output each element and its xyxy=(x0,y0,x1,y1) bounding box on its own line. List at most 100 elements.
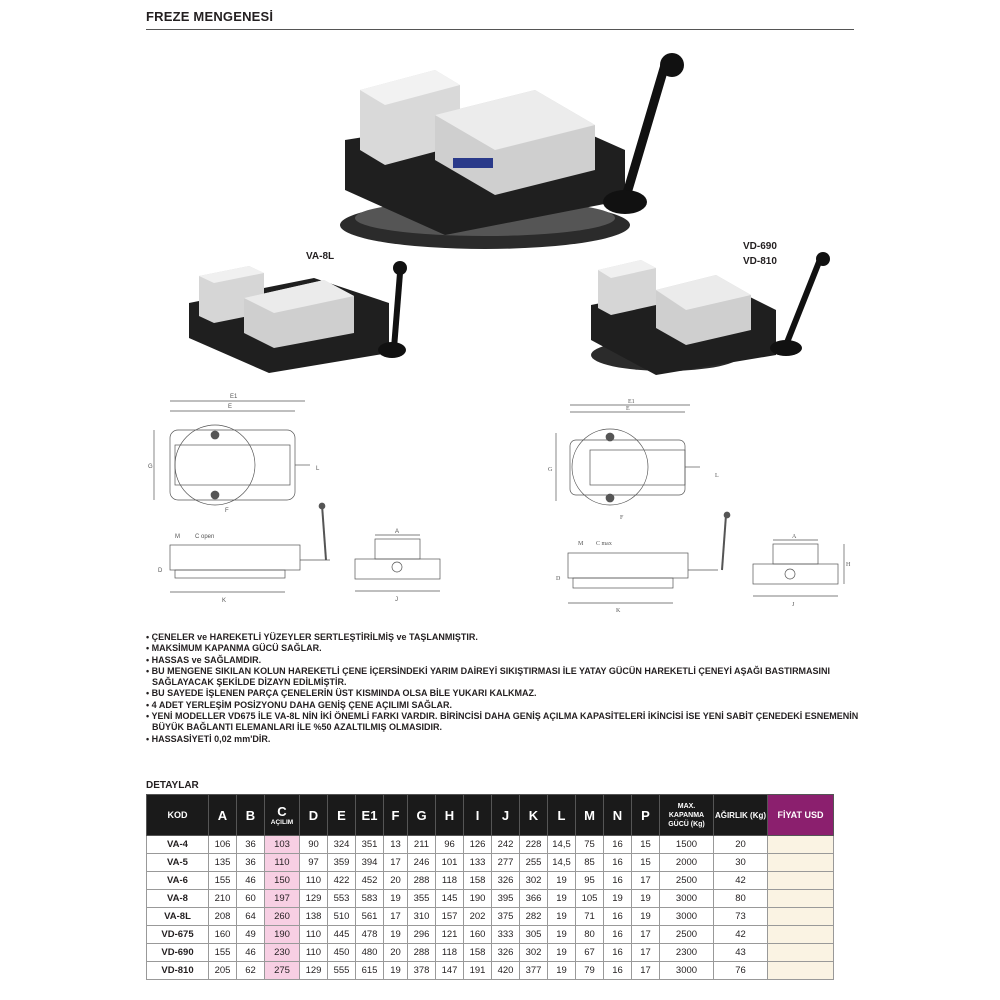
col-kod: KOD xyxy=(146,794,209,836)
table-cell: 16 xyxy=(603,925,632,944)
table-cell: 97 xyxy=(299,853,328,872)
cell-price xyxy=(767,853,834,872)
dim-a: A xyxy=(395,529,399,535)
table-cell: 138 xyxy=(299,907,328,926)
table-cell: 85 xyxy=(575,853,604,872)
table-cell: 129 xyxy=(299,961,328,980)
table-cell: 395 xyxy=(491,889,520,908)
table-cell: 20 xyxy=(383,943,408,962)
table-cell: 121 xyxy=(435,925,464,944)
table-cell: 155 xyxy=(208,871,237,890)
table-cell: 275 xyxy=(264,961,300,980)
table-cell: 80 xyxy=(713,889,768,908)
table-cell: 17 xyxy=(383,853,408,872)
cell-kod: VD-675 xyxy=(146,925,209,944)
table-cell: 16 xyxy=(603,961,632,980)
table-cell: 110 xyxy=(264,853,300,872)
table-cell: 129 xyxy=(299,889,328,908)
table-cell: 2000 xyxy=(659,853,714,872)
table-cell: 480 xyxy=(355,943,384,962)
table-cell: 118 xyxy=(435,871,464,890)
table-cell: 36 xyxy=(236,835,265,854)
main-vise-image xyxy=(335,50,695,255)
table-cell: 3000 xyxy=(659,907,714,926)
table-cell: 20 xyxy=(713,835,768,854)
table-cell: 60 xyxy=(236,889,265,908)
dim-e1: E1 xyxy=(230,394,238,400)
table-cell: 302 xyxy=(519,943,548,962)
col-p: P xyxy=(631,794,660,836)
table-cell: 561 xyxy=(355,907,384,926)
table-cell: 351 xyxy=(355,835,384,854)
col-agirlik: AĞIRLIK (Kg) xyxy=(713,794,768,836)
table-cell: 71 xyxy=(575,907,604,926)
table-cell: 296 xyxy=(407,925,436,944)
table-cell: 366 xyxy=(519,889,548,908)
col-m: M xyxy=(575,794,604,836)
table-cell: 101 xyxy=(435,853,464,872)
table-cell: 19 xyxy=(547,943,576,962)
table-cell: 145 xyxy=(435,889,464,908)
table-cell: 62 xyxy=(236,961,265,980)
table-cell: 16 xyxy=(603,835,632,854)
table-cell: 42 xyxy=(713,925,768,944)
table-cell: 15 xyxy=(631,853,660,872)
dim-m: M xyxy=(175,534,180,540)
feature-item: HASSAS ve SAĞLAMDIR. xyxy=(146,655,866,666)
table-cell: 15 xyxy=(631,835,660,854)
table-cell: 394 xyxy=(355,853,384,872)
table-cell: 64 xyxy=(236,907,265,926)
table-cell: 302 xyxy=(519,871,548,890)
dim-j: J xyxy=(395,597,398,603)
cell-kod: VD-810 xyxy=(146,961,209,980)
table-cell: 19 xyxy=(631,907,660,926)
table-cell: 17 xyxy=(631,871,660,890)
table-cell: 16 xyxy=(603,871,632,890)
features-list: ÇENELER ve HAREKETLİ YÜZEYLER SERTLEŞTİR… xyxy=(146,632,866,745)
table-cell: 155 xyxy=(208,943,237,962)
table-cell: 103 xyxy=(264,835,300,854)
cell-kod: VD-690 xyxy=(146,943,209,962)
drawing-va-top: E1 E G L F xyxy=(140,390,340,520)
label-vd810: VD-810 xyxy=(743,256,777,267)
dim-f: F xyxy=(225,508,229,514)
table-cell: 95 xyxy=(575,871,604,890)
col-j: J xyxy=(491,794,520,836)
vd-vise-image xyxy=(586,250,836,375)
col-c-sub: AÇILIM xyxy=(270,819,294,826)
table-cell: 150 xyxy=(264,871,300,890)
table-cell: 110 xyxy=(299,925,328,944)
col-d: D xyxy=(299,794,328,836)
table-cell: 160 xyxy=(463,925,492,944)
cell-price xyxy=(767,961,834,980)
feature-item: BU SAYEDE İŞLENEN PARÇA ÇENELERİN ÜST KI… xyxy=(146,688,866,699)
table-cell: 326 xyxy=(491,871,520,890)
table-cell: 19 xyxy=(547,871,576,890)
table-cell: 135 xyxy=(208,853,237,872)
table-caption: DETAYLAR xyxy=(146,780,199,791)
table-cell: 190 xyxy=(264,925,300,944)
table-cell: 19 xyxy=(383,925,408,944)
table-cell: 210 xyxy=(208,889,237,908)
table-cell: 422 xyxy=(327,871,356,890)
table-cell: 19 xyxy=(547,907,576,926)
dim-l: L xyxy=(316,466,320,472)
cell-kod: VA-8L xyxy=(146,907,209,926)
table-cell: 420 xyxy=(491,961,520,980)
table-cell: 377 xyxy=(519,961,548,980)
col-a: A xyxy=(208,794,237,836)
table-cell: 555 xyxy=(327,961,356,980)
col-i: I xyxy=(463,794,492,836)
cell-kod: VA-6 xyxy=(146,871,209,890)
col-e: E xyxy=(327,794,356,836)
dim-c-max: C max xyxy=(596,541,612,547)
drawing-vd-top: E1 E G L F xyxy=(540,395,740,525)
table-cell: 16 xyxy=(603,943,632,962)
cell-price xyxy=(767,907,834,926)
table-cell: 17 xyxy=(631,943,660,962)
